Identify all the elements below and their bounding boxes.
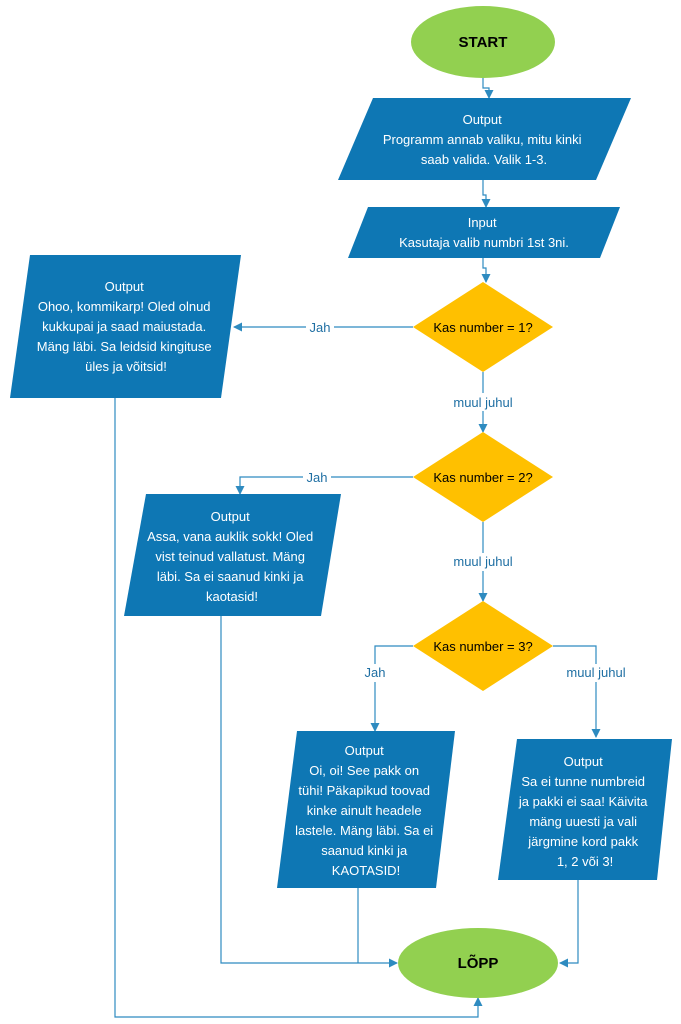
output-unknown-line-5: järgmine kord pakk (527, 834, 638, 849)
edge-label-yes2: Jah (307, 470, 328, 485)
output-program-offer-text: Output Programm annab valiku, mitu kinki… (383, 112, 585, 167)
connector-start-output1 (482, 78, 494, 99)
output-program-offer-line-1: Output (463, 112, 502, 127)
output-program-offer-line-3: saab valida. Valik 1-3. (421, 152, 547, 167)
output-unknown-line-2: Sa ei tunne numbreid (521, 774, 645, 789)
output-win-line-1: Output (105, 279, 144, 294)
output-win-line-2: Ohoo, kommikarp! Oled olnud (38, 299, 211, 314)
input-node-user-choice: Input Kasutaja valib numbri 1st 3ni. (348, 207, 620, 258)
output-unknown-line-6: 1, 2 või 3! (557, 854, 613, 869)
output-empty-line-7: KAOTASID! (332, 863, 400, 878)
edge-label-yes3: Jah (365, 665, 386, 680)
output-empty-line-4: kinke ainult headele (307, 803, 422, 818)
output-win-line-3: kukkupai ja saad maiustada. (42, 319, 206, 334)
decision-node-3: Kas number = 3? (413, 601, 553, 691)
decision-node-1: Kas number = 1? (413, 282, 553, 372)
output-node-unknown-number: Output Sa ei tunne numbreid ja pakki ei … (498, 739, 672, 880)
output-unknown-line-4: mäng uuesti ja vali (529, 814, 637, 829)
output-unknown-number-text: Output Sa ei tunne numbreid ja pakki ei … (518, 754, 651, 869)
output-unknown-line-1: Output (564, 754, 603, 769)
output-node-win: Output Ohoo, kommikarp! Oled olnud kukku… (10, 255, 241, 398)
connector-decision3-yes (370, 645, 413, 732)
output-sock-line-1: Output (211, 509, 250, 524)
decision-2-label: Kas number = 2? (433, 470, 532, 485)
output-sock-line-3: vist teinud vallatust. Mäng (155, 549, 305, 564)
connector-decision2-yes (235, 476, 413, 495)
end-label: LÕPP (458, 954, 499, 972)
connector-output1-input1 (481, 180, 491, 208)
edge-label-yes1: Jah (310, 320, 331, 335)
output-empty-line-2: Oi, oi! See pakk on (309, 763, 419, 778)
output-empty-line-1: Output (345, 743, 384, 758)
edge-label-no2: muul juhul (453, 554, 512, 569)
output-sock-text: Output Assa, vana auklik sokk! Oled vist… (147, 509, 317, 604)
output-node-program-offer: Output Programm annab valiku, mitu kinki… (338, 98, 631, 180)
input-user-choice-line-1: Input (468, 215, 497, 230)
output-win-line-5: üles ja võitsid! (85, 359, 167, 374)
connector-unknown-end (559, 880, 579, 968)
decision-1-label: Kas number = 1? (433, 320, 532, 335)
output-empty-package-text: Output Oi, oi! See pakk on tühi! Päkapik… (295, 743, 437, 878)
output-sock-line-4: läbi. Sa ei saanud kinki ja (157, 569, 304, 584)
input-user-choice-line-2: Kasutaja valib numbri 1st 3ni. (399, 235, 569, 250)
output-empty-line-6: saanud kinki ja (321, 843, 408, 858)
output-sock-line-5: kaotasid! (206, 589, 258, 604)
output-empty-line-3: tühi! Päkapikud toovad (298, 783, 430, 798)
edge-label-no3: muul juhul (566, 665, 625, 680)
connector-input1-decision1 (481, 258, 491, 283)
output-empty-line-5: lastele. Mäng läbi. Sa ei (295, 823, 433, 838)
start-terminal: START (411, 6, 555, 78)
connector-win-end (114, 398, 483, 1018)
edge-label-no1: muul juhul (453, 395, 512, 410)
edge-labels: Jah muul juhul Jah muul juhul Jah muul j… (303, 318, 633, 682)
output-win-text: Output Ohoo, kommikarp! Oled olnud kukku… (37, 279, 216, 374)
output-program-offer-line-2: Programm annab valiku, mitu kinki (383, 132, 582, 147)
output-node-empty-package: Output Oi, oi! See pakk on tühi! Päkapik… (277, 731, 455, 888)
decision-3-label: Kas number = 3? (433, 639, 532, 654)
connector-decision3-no (553, 645, 601, 738)
end-terminal: LÕPP (398, 928, 558, 998)
connectors (114, 78, 601, 1018)
output-unknown-line-3: ja pakki ei saa! Käivita (518, 794, 648, 809)
connector-sock-end (220, 616, 398, 968)
start-label: START (459, 34, 508, 51)
decision-node-2: Kas number = 2? (413, 432, 553, 522)
output-node-sock: Output Assa, vana auklik sokk! Oled vist… (124, 494, 341, 616)
output-sock-line-2: Assa, vana auklik sokk! Oled (147, 529, 313, 544)
input-user-choice-text: Input Kasutaja valib numbri 1st 3ni. (399, 215, 569, 250)
output-win-line-4: Mäng läbi. Sa leidsid kingituse (37, 339, 212, 354)
